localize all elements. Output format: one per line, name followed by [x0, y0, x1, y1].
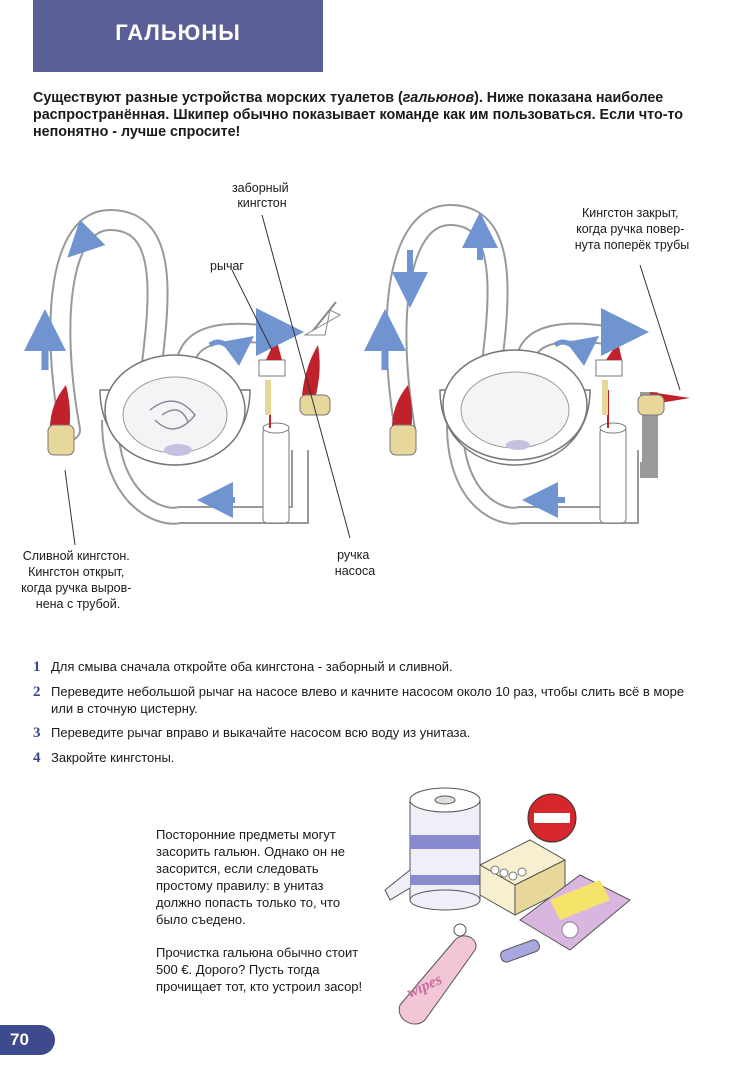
toilet-diagram: заборный кингстон рычаг ручка насоса Сли…	[21, 181, 690, 611]
intro-text-italic: гальюнов	[402, 90, 475, 106]
page-title: ГАЛЬЮНЫ	[115, 20, 241, 45]
intro-text-1: Существуют разные устройства морских туа…	[33, 90, 403, 106]
step-number: 3	[33, 725, 41, 741]
step-4: 4 Закройте кингстоны.	[33, 749, 711, 767]
label-pump-handle: ручка насоса	[335, 548, 375, 578]
intro-paragraph: Существуют разные устройства морских туа…	[33, 90, 733, 141]
step-number: 4	[33, 750, 41, 766]
step-text: Для смыва сначала откройте оба кингстона…	[51, 659, 453, 674]
page-number-tab: 70	[0, 1025, 55, 1055]
step-text: Закройте кингстоны.	[51, 750, 175, 765]
step-2: 2 Переведите небольшой рычаг на насосе вл…	[33, 683, 691, 717]
label-drain-valve: Сливной кингстон. Кингстон открыт, когда…	[21, 549, 135, 611]
step-number: 2	[33, 684, 41, 700]
cigarette-box-icon	[478, 839, 567, 916]
toilet-left-illustration	[24, 208, 342, 525]
intro-text-2: ). Ниже показана наиболее распространённ…	[33, 90, 684, 140]
label-lever: рычаг	[210, 259, 244, 273]
note-foreign-objects: Посторонние предметы могут засорить галь…	[156, 827, 346, 927]
label-intake-valve: заборный кингстон	[232, 181, 292, 210]
no-entry-sign-icon	[527, 793, 577, 843]
toilet-paper-roll-icon	[384, 787, 481, 911]
step-text: Переведите небольшой рычаг на насосе вле…	[51, 684, 685, 716]
page-number: 70	[10, 1030, 29, 1049]
step-number: 1	[33, 659, 41, 675]
leader-lines	[64, 214, 681, 546]
step-text: Переведите рычаг вправо и выкачайте насо…	[51, 725, 471, 740]
label-closed-valve: Кингстон закрыт, когда ручка повер- нута…	[575, 206, 690, 252]
sanitary-pad-package-icon	[500, 874, 631, 963]
wipes-package-icon: wipes	[398, 923, 477, 1025]
note-cleaning-cost: Прочистка гальюна обычно стоит 500 €. До…	[156, 945, 363, 994]
items-illustration: wipes	[384, 787, 631, 1025]
header-banner: ГАЛЬЮНЫ	[33, 0, 323, 72]
step-1: 1 Для смыва сначала откройте оба кингстон…	[33, 658, 711, 676]
step-3: 3 Переведите рычаг вправо и выкачайте нас…	[33, 724, 711, 742]
toilet-right-illustration	[364, 203, 690, 525]
